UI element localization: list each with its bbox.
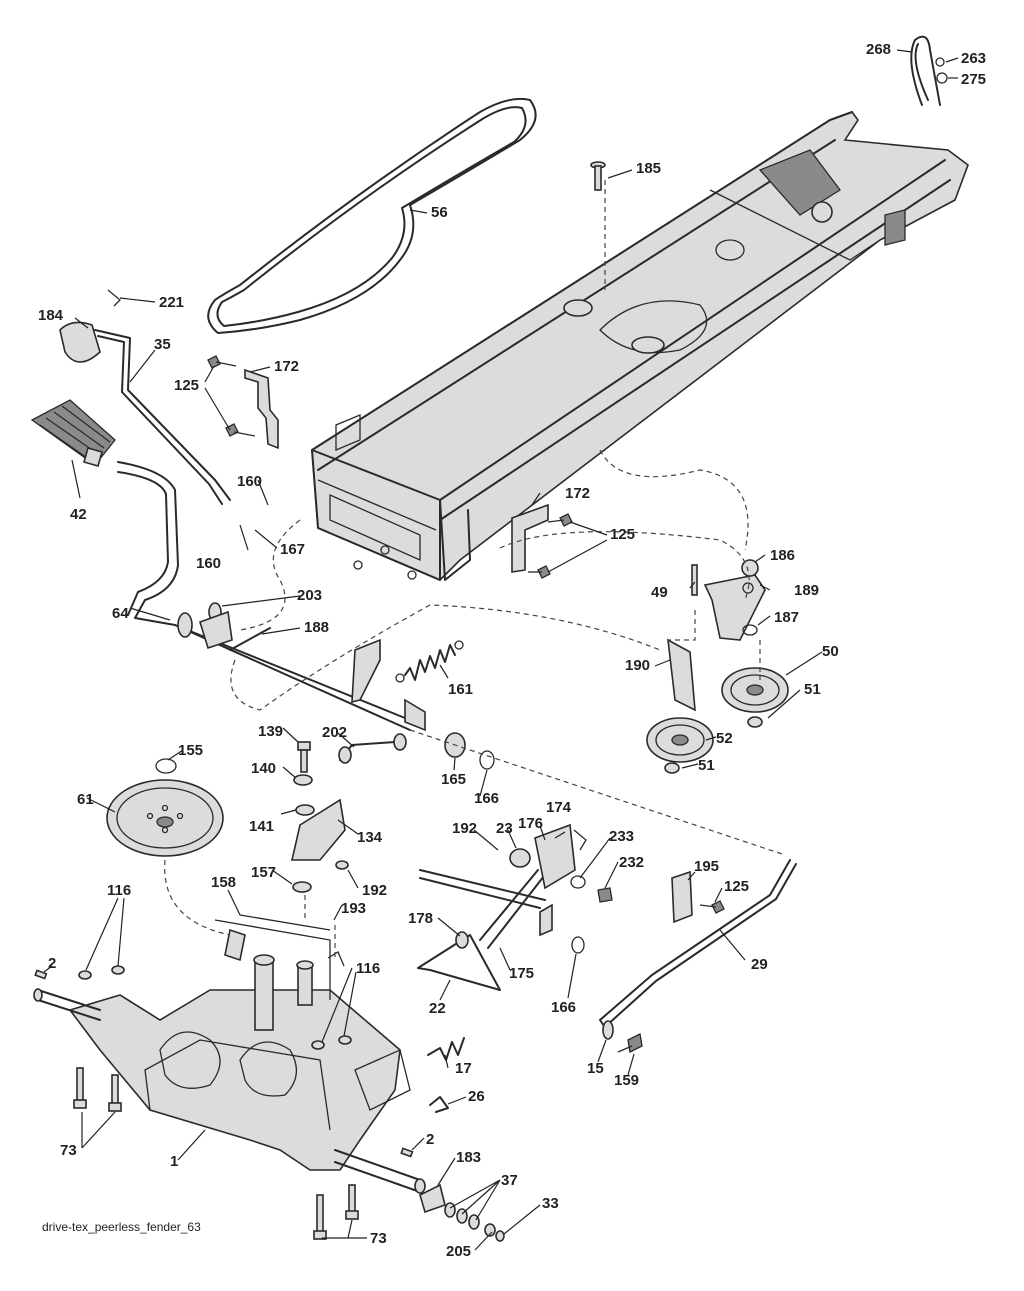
callout-125-lower: 125 <box>724 878 749 895</box>
callout-167: 167 <box>280 541 305 558</box>
callout-51-upper: 51 <box>804 681 821 698</box>
callout-141: 141 <box>249 818 274 835</box>
callout-139: 139 <box>258 723 283 740</box>
callout-190: 190 <box>625 657 650 674</box>
callout-166-upper: 166 <box>474 790 499 807</box>
bolts-125 <box>207 355 725 914</box>
callout-73-right: 73 <box>370 1230 387 1247</box>
idler-bracket-190 <box>667 638 696 712</box>
callout-185: 185 <box>636 160 661 177</box>
diagram-footer-label: drive-tex_peerless_fender_63 <box>42 1220 201 1234</box>
callout-49: 49 <box>651 584 668 601</box>
callout-15: 15 <box>587 1060 604 1077</box>
callout-205: 205 <box>446 1243 471 1260</box>
callout-189: 189 <box>794 582 819 599</box>
idler-pulley-52 <box>646 717 714 774</box>
callout-174: 174 <box>546 799 572 816</box>
callout-35: 35 <box>154 336 171 353</box>
callout-165: 165 <box>441 771 466 788</box>
callout-187: 187 <box>774 609 799 626</box>
idler-bracket <box>691 559 766 641</box>
chassis-frame <box>311 111 969 581</box>
callout-37: 37 <box>501 1172 518 1189</box>
callout-158: 158 <box>211 874 236 891</box>
callout-56: 56 <box>431 204 448 221</box>
callout-140: 140 <box>251 760 276 777</box>
callout-232: 232 <box>619 854 644 871</box>
callout-160-upper: 160 <box>237 473 262 490</box>
callout-195: 195 <box>694 858 719 875</box>
callout-166-lower: 166 <box>551 999 576 1016</box>
callout-268: 268 <box>866 41 891 58</box>
foot-pedal <box>30 399 116 467</box>
callout-233: 233 <box>609 828 634 845</box>
callout-221: 221 <box>159 294 184 311</box>
callout-42: 42 <box>70 506 87 523</box>
callout-17: 17 <box>455 1060 472 1077</box>
callout-160-lower: 160 <box>196 555 221 572</box>
callout-184: 184 <box>38 307 64 324</box>
callout-23: 23 <box>496 820 513 837</box>
bracket-upper <box>244 368 279 450</box>
callout-51-lower: 51 <box>698 757 715 774</box>
callout-50: 50 <box>822 643 839 660</box>
callout-52: 52 <box>716 730 733 747</box>
pedal-rod <box>59 289 231 505</box>
linkage-rod <box>599 859 797 1053</box>
pedal-shaft <box>117 461 426 732</box>
callout-125-upper: 125 <box>174 377 199 394</box>
callout-26: 26 <box>468 1088 485 1105</box>
callout-275: 275 <box>961 71 986 88</box>
callout-263: 263 <box>961 50 986 67</box>
callout-159: 159 <box>614 1072 639 1089</box>
callout-33: 33 <box>542 1195 559 1212</box>
bracket-lower <box>511 503 549 573</box>
transaxle-pulley <box>106 779 224 857</box>
callout-2-right: 2 <box>426 1131 434 1148</box>
center-parts <box>155 732 495 893</box>
callout-22: 22 <box>429 1000 446 1017</box>
callout-64: 64 <box>112 605 129 622</box>
callout-125-middle: 125 <box>610 526 635 543</box>
belt-routing-lines <box>164 180 786 960</box>
callout-116-right: 116 <box>356 960 380 977</box>
lift-handle <box>910 35 948 106</box>
callout-176: 176 <box>518 815 543 832</box>
callout-183: 183 <box>456 1149 481 1166</box>
callout-1: 1 <box>170 1153 178 1170</box>
callout-134: 134 <box>357 829 383 846</box>
shift-assembly <box>417 823 613 991</box>
callout-73-left: 73 <box>60 1142 77 1159</box>
callout-2-left: 2 <box>48 955 56 972</box>
callout-labels: 268 263 275 185 56 221 184 35 172 125 42… <box>38 41 986 1260</box>
callout-192-upper: 192 <box>452 820 477 837</box>
lower-fasteners <box>34 928 505 1242</box>
carriage-bolt <box>590 161 606 191</box>
callout-193: 193 <box>341 900 366 917</box>
idler-pulley-50 <box>721 667 789 728</box>
transaxle <box>33 914 426 1194</box>
callout-61: 61 <box>77 791 94 808</box>
leader-lines <box>43 49 959 1251</box>
callout-161: 161 <box>448 681 473 698</box>
callout-188: 188 <box>304 619 329 636</box>
callout-202: 202 <box>322 724 347 741</box>
callout-155: 155 <box>178 742 203 759</box>
callout-178: 178 <box>408 910 433 927</box>
callout-192-lower: 192 <box>362 882 387 899</box>
callout-29: 29 <box>751 956 768 973</box>
callout-186: 186 <box>770 547 795 564</box>
callout-157: 157 <box>251 864 276 881</box>
callout-172-upper: 172 <box>274 358 299 375</box>
callout-203: 203 <box>297 587 322 604</box>
spring <box>395 640 464 683</box>
drive-belt <box>207 97 537 334</box>
callout-116-left: 116 <box>107 882 131 899</box>
callout-175: 175 <box>509 965 534 982</box>
callout-172-lower: 172 <box>565 485 590 502</box>
